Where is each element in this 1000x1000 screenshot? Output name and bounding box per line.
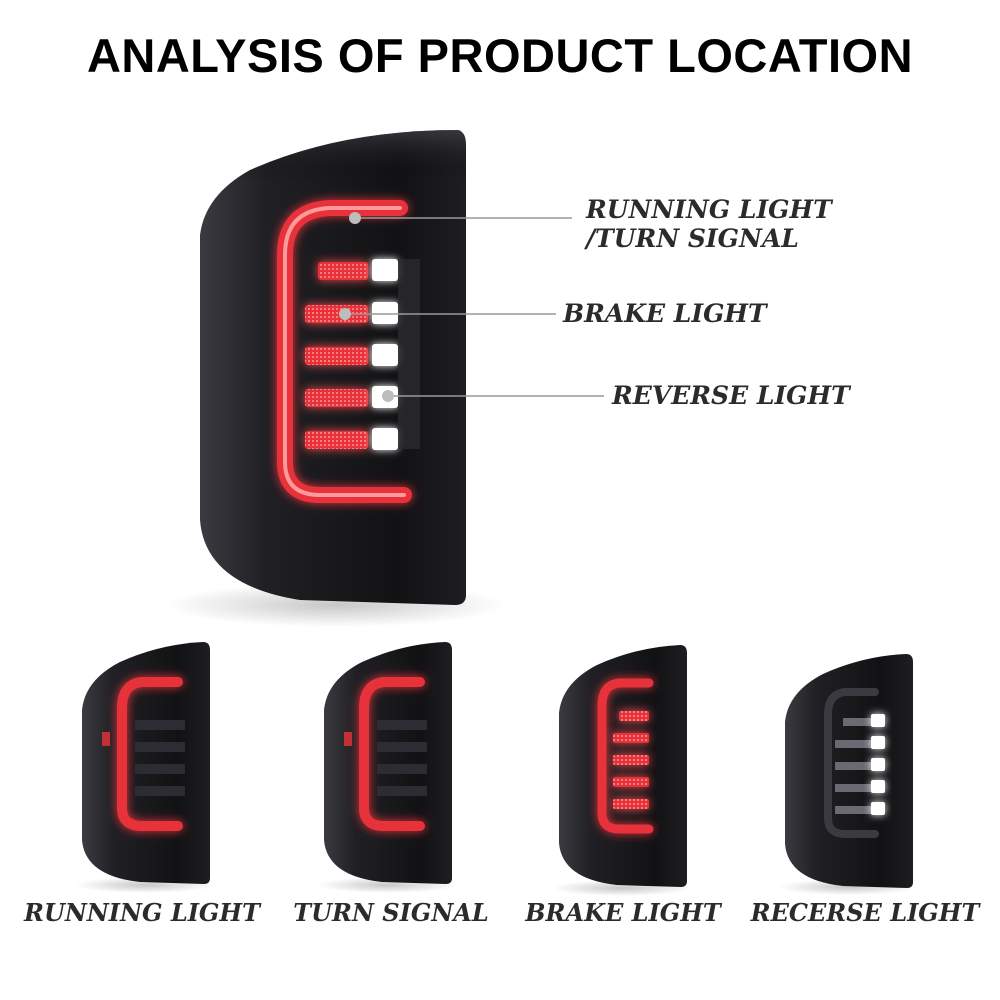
caption-running-light: RUNNING LIGHT xyxy=(24,898,260,927)
variant-lamp-reverse xyxy=(778,654,918,895)
variant-lamp-running xyxy=(75,642,215,893)
caption-reverse-light: RECERSE LIGHT xyxy=(750,898,980,927)
callout-running-line2: /TURN SIGNAL xyxy=(586,224,799,253)
callout-brake: BRAKE LIGHT xyxy=(563,299,767,328)
callout-running-turn: RUNNING LIGHT /TURN SIGNAL xyxy=(586,195,832,253)
marker-dot-reverse xyxy=(382,390,394,402)
main-tail-light xyxy=(165,130,604,627)
variant-lamp-turn xyxy=(317,642,457,893)
page-title: ANALYSIS OF PRODUCT LOCATION xyxy=(86,29,914,82)
marker-dot-running xyxy=(349,212,361,224)
caption-brake-light: BRAKE LIGHT xyxy=(525,898,721,927)
caption-turn-signal: TURN SIGNAL xyxy=(293,898,489,927)
variant-lamp-brake xyxy=(552,645,692,896)
marker-dot-brake xyxy=(339,308,351,320)
callout-running-line1: RUNNING LIGHT xyxy=(586,195,832,224)
callout-reverse: REVERSE LIGHT xyxy=(612,381,850,410)
